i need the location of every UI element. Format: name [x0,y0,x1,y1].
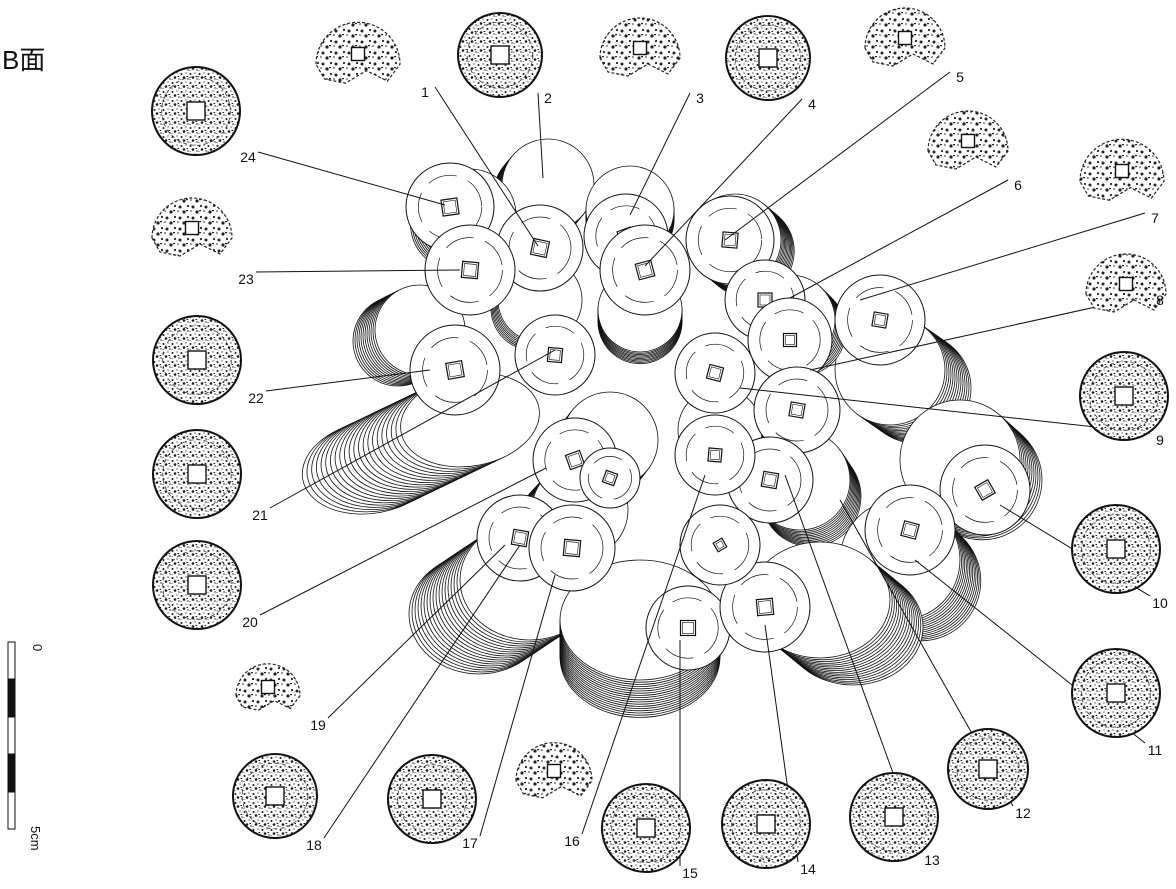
coin-rubbing [1071,504,1161,594]
leader-line [789,179,1009,299]
leader-line [581,474,706,835]
top-coin [864,484,956,576]
leader-line [434,86,539,247]
coin-rubbing [1071,648,1161,738]
coin-rubbing [1079,351,1169,441]
coin-number: 2 [544,90,552,106]
leader-line [859,212,1146,301]
top-coin [834,274,926,366]
coin-number: 4 [808,96,816,112]
coin-rubbing [151,197,233,257]
coin-number: 13 [924,852,940,868]
coin-rubbings [151,7,1169,873]
top-coin [645,585,731,671]
coin-number: 15 [682,865,698,881]
leader-line [259,467,547,616]
coin-number: 14 [800,861,816,877]
coin-rubbing [601,783,691,873]
coin-number: 16 [564,833,580,849]
coin-rubbing [315,21,401,84]
leader-line [257,151,446,206]
top-coin [599,224,691,316]
coin-rubbing [1085,253,1167,313]
coin-rubbing [927,110,1009,170]
coin-number: 1 [421,84,429,100]
top-coin [679,504,761,586]
top-coin [753,366,841,454]
coin-number: 23 [238,271,254,287]
top-coin [719,561,811,653]
coin-rubbing [599,17,681,77]
coin-rubbing [1079,138,1165,201]
top-coin [514,314,596,396]
coin-number: 6 [1014,177,1022,193]
coin-rubbing [457,12,543,98]
coin-rubbing [849,772,939,862]
top-coin [939,444,1031,536]
coin-number: 7 [1151,210,1159,226]
leader-line [739,387,1151,434]
leader-line [323,544,521,839]
leader-line [644,98,803,267]
top-coin [674,332,756,414]
face-label: B面 [2,45,46,75]
coin-number: 8 [1156,292,1164,308]
coin-rubbing [721,779,811,869]
coin-rubbing [152,429,242,519]
top-coin [409,324,501,416]
coin-number: 22 [248,390,264,406]
leader-line [629,92,691,216]
scale-bar: 0 5cm [7,641,45,851]
leader-line [255,269,461,273]
coin-number: 5 [956,69,964,85]
coin-rubbing [151,66,241,156]
leader-line [724,71,951,241]
coin-number: 20 [242,614,258,630]
coin-number: 17 [462,835,478,851]
coin-rubbing [152,315,242,405]
top-coin [496,204,584,292]
coin-number: 10 [1152,595,1168,611]
coin-rubbing [152,540,242,630]
coin-rubbing [387,754,477,844]
coin-rubbing [235,663,301,711]
coin-number: 12 [1015,805,1031,821]
coin-rubbing [232,753,318,839]
coin-rubbing [947,728,1029,810]
coin-number: 18 [306,837,322,853]
top-coin [528,504,616,592]
scale-start-label: 0 [30,644,45,651]
coin-number: 11 [1148,742,1163,758]
coin-number: 24 [240,149,256,165]
coin-rubbing [864,7,946,67]
top-coin [674,414,756,496]
leader-line [265,369,431,392]
leader-line [479,574,556,837]
coin-number: 3 [696,90,704,106]
leader-line [537,92,544,179]
coin-rubbing [515,742,593,799]
coin-number: 9 [1156,432,1164,448]
scale-end-label: 5cm [28,826,43,851]
coin-pile [301,138,1043,718]
coin-number: 21 [252,507,268,523]
top-coin [579,447,641,509]
coin-rubbing [725,15,811,101]
coin-number: 19 [310,717,326,733]
leader-line [327,544,506,719]
leader-line [269,349,556,509]
